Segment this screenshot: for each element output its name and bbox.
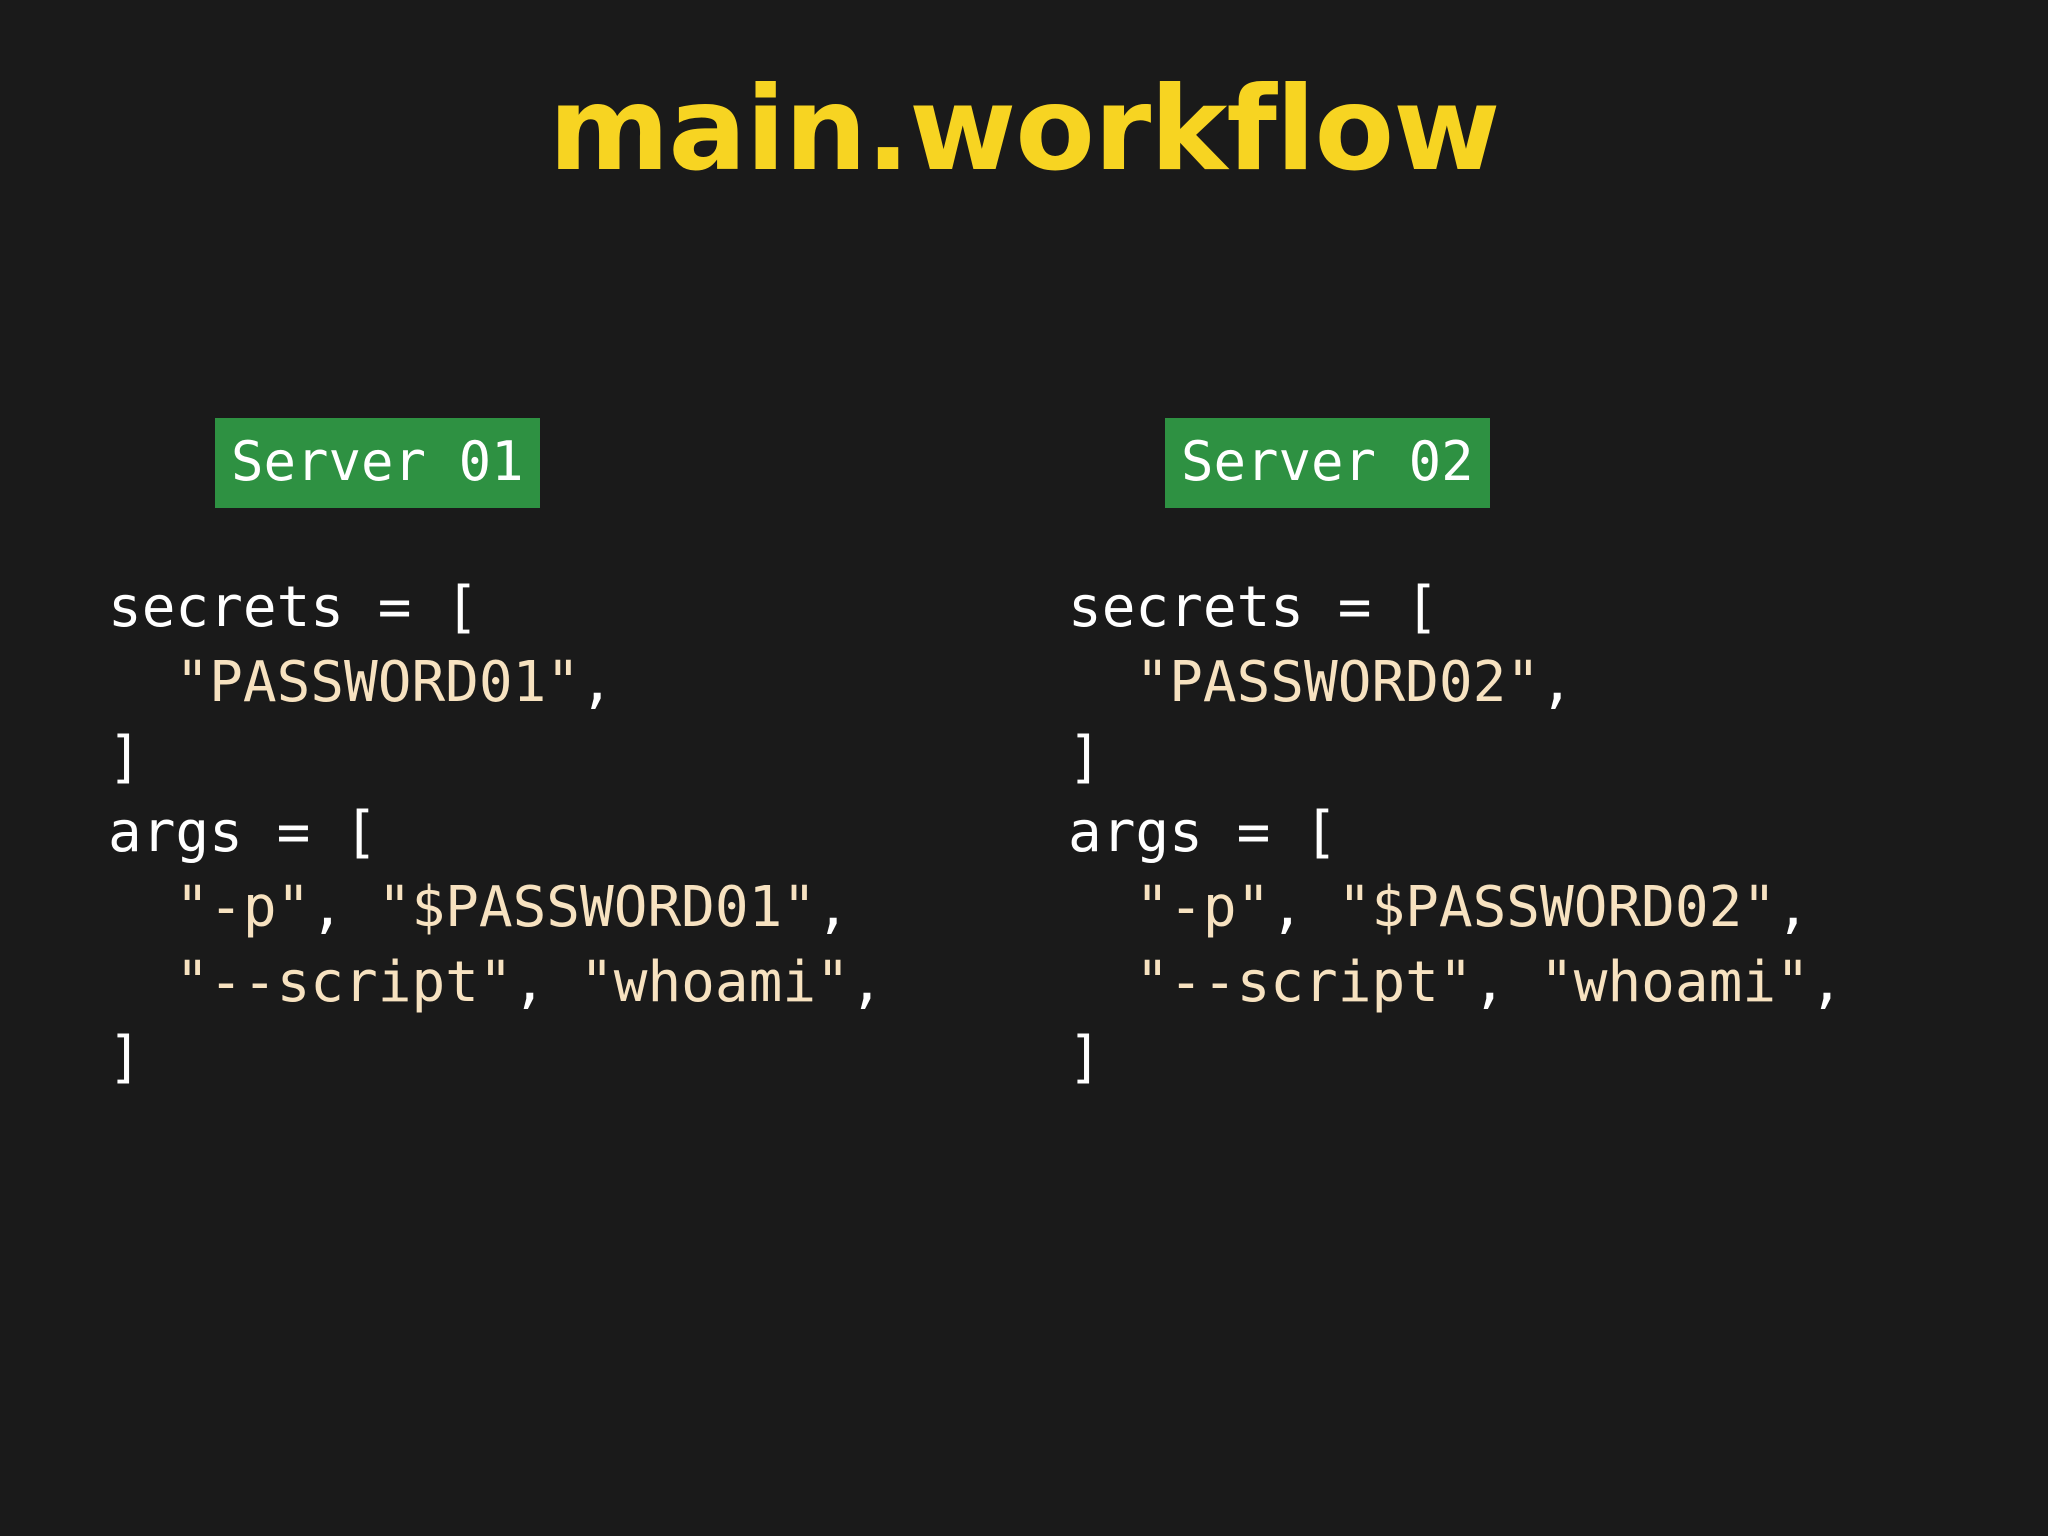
code-punct: ,	[1809, 950, 1844, 1015]
code-string: "$PASSWORD01"	[377, 875, 817, 940]
code-line: "-p", "$PASSWORD02",	[1068, 870, 1843, 945]
code-string: "-p"	[1135, 875, 1271, 940]
code-string: "--script"	[1135, 950, 1473, 1015]
code-string: "$PASSWORD02"	[1337, 875, 1777, 940]
code-punct: args = [	[1068, 800, 1338, 865]
code-punct: ]	[1068, 725, 1102, 790]
code-punct: ]	[108, 725, 142, 790]
code-line: secrets = [	[1068, 570, 1843, 645]
code-line: ]	[1068, 1020, 1843, 1095]
code-punct: secrets = [	[108, 575, 479, 640]
code-string: "--script"	[175, 950, 513, 1015]
code-line: args = [	[1068, 795, 1843, 870]
code-punct: ,	[1776, 875, 1810, 940]
page-title: main.workflow	[548, 62, 1501, 197]
code-string: "whoami"	[1540, 950, 1810, 1015]
code-line: secrets = [	[108, 570, 883, 645]
code-punct: ,	[849, 950, 884, 1015]
code-line: ]	[1068, 720, 1843, 795]
code-line: ]	[108, 720, 883, 795]
code-punct: ]	[108, 1025, 142, 1090]
code-block: secrets = [ "PASSWORD01",] args = [ "-p",…	[108, 570, 883, 1095]
code-block: secrets = [ "PASSWORD02",] args = [ "-p",…	[1068, 570, 1843, 1095]
code-line: "-p", "$PASSWORD01",	[108, 870, 883, 945]
code-string: "PASSWORD01"	[175, 650, 581, 715]
code-punct: ,	[580, 650, 614, 715]
code-punct: ,	[512, 950, 581, 1015]
code-punct: args = [	[108, 800, 378, 865]
code-punct: ,	[1472, 950, 1541, 1015]
code-string: "PASSWORD02"	[1135, 650, 1541, 715]
server-column-1: Server 01 secrets = [ "PASSWORD01",] args…	[108, 418, 883, 1095]
code-punct: ,	[1270, 875, 1338, 940]
code-line: "--script", "whoami",	[108, 945, 883, 1020]
code-line: ]	[108, 1020, 883, 1095]
code-line: args = [	[108, 795, 883, 870]
server-columns: Server 01 secrets = [ "PASSWORD01",] args…	[0, 418, 2048, 1118]
code-punct: ,	[1540, 650, 1574, 715]
code-line: "PASSWORD01",	[108, 645, 883, 720]
code-line: "PASSWORD02",	[1068, 645, 1843, 720]
code-string: "-p"	[175, 875, 311, 940]
server-badge: Server 02	[1165, 418, 1490, 508]
code-punct: secrets = [	[1068, 575, 1439, 640]
code-punct: ]	[1068, 1025, 1102, 1090]
server-badge: Server 01	[215, 418, 540, 508]
server-column-2: Server 02 secrets = [ "PASSWORD02",] args…	[1068, 418, 1843, 1095]
code-punct: ,	[310, 875, 378, 940]
code-line: "--script", "whoami",	[1068, 945, 1843, 1020]
code-string: "whoami"	[580, 950, 850, 1015]
code-punct: ,	[816, 875, 850, 940]
